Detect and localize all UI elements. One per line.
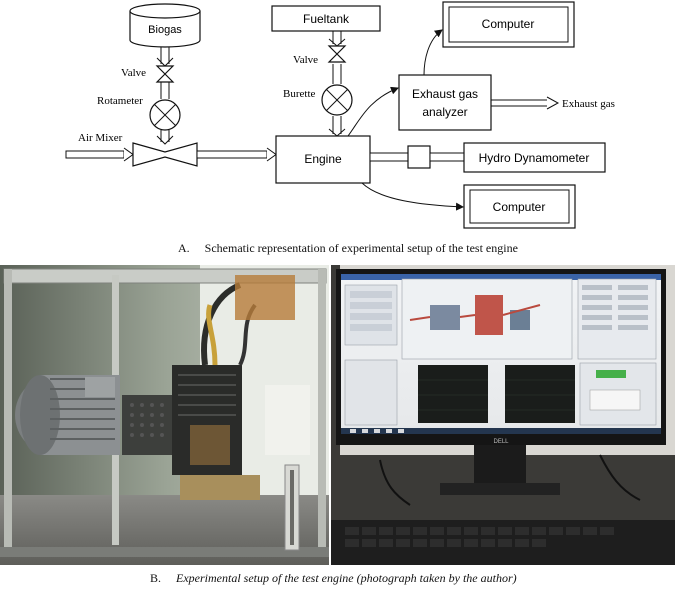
engine-box: Engine: [275, 135, 371, 184]
computer-top-label: Computer: [482, 17, 535, 31]
monitor-brand-label: DELL: [493, 439, 509, 445]
fueltank-label: Fueltank: [303, 12, 350, 26]
exhaust-gas-label: Exhaust gas: [562, 98, 615, 110]
analyzer-label-line2: analyzer: [422, 105, 467, 119]
caption-a: A. Schematic representation of experimen…: [178, 241, 518, 256]
mixer-to-engine-arrow: [196, 147, 277, 162]
biogas-tank: Biogas: [129, 3, 201, 48]
dynamometer-box: Hydro Dynamometer: [463, 142, 606, 173]
dynamometer-label: Hydro Dynamometer: [479, 151, 590, 165]
caption-b: B. Experimental setup of the test engine…: [150, 571, 517, 586]
exhaust-out-arrow: [491, 96, 560, 110]
caption-b-letter: B.: [150, 571, 162, 585]
fueltank-box: Fueltank: [271, 5, 381, 32]
analyzer-label-line1: Exhaust gas: [412, 87, 478, 101]
rotameter-label: Rotameter: [97, 95, 143, 107]
valve-left-label: Valve: [121, 67, 146, 79]
schematic-diagram: Biogas Valve Rotameter Air Mixer Fueltan…: [65, 1, 615, 229]
air-inlet-arrow: [65, 147, 134, 162]
engine-to-analyzer-connector: [347, 86, 399, 137]
biogas-label: Biogas: [148, 24, 182, 36]
rotameter-symbol: [149, 99, 181, 131]
engine-label: Engine: [304, 152, 342, 166]
left-valve-symbol: [155, 65, 175, 83]
computer-top-box: Computer: [442, 1, 575, 48]
exhaust-analyzer-box: Exhaust gas analyzer: [398, 74, 492, 131]
valve-right-label: Valve: [293, 54, 318, 66]
right-valve-symbol: [327, 45, 347, 63]
computer-bottom-label: Computer: [493, 200, 546, 214]
caption-a-text: Schematic representation of experimental…: [204, 241, 518, 255]
drive-shaft: [369, 145, 465, 169]
burette-label: Burette: [283, 88, 315, 100]
experimental-setup-photo: DELL: [0, 265, 675, 565]
monitor-photo: DELL: [330, 265, 675, 565]
analyzer-to-computer-connector: [423, 29, 443, 76]
burette-symbol: [321, 84, 353, 116]
engine-rig-photo: [0, 265, 330, 565]
computer-bottom-box: Computer: [463, 184, 576, 229]
air-mixer-symbol: [132, 142, 198, 167]
caption-a-letter: A.: [178, 241, 190, 255]
caption-b-text: Experimental setup of the test engine (p…: [176, 571, 517, 585]
engine-to-computer-connector: [361, 182, 464, 211]
air-mixer-label: Air Mixer: [78, 132, 123, 144]
